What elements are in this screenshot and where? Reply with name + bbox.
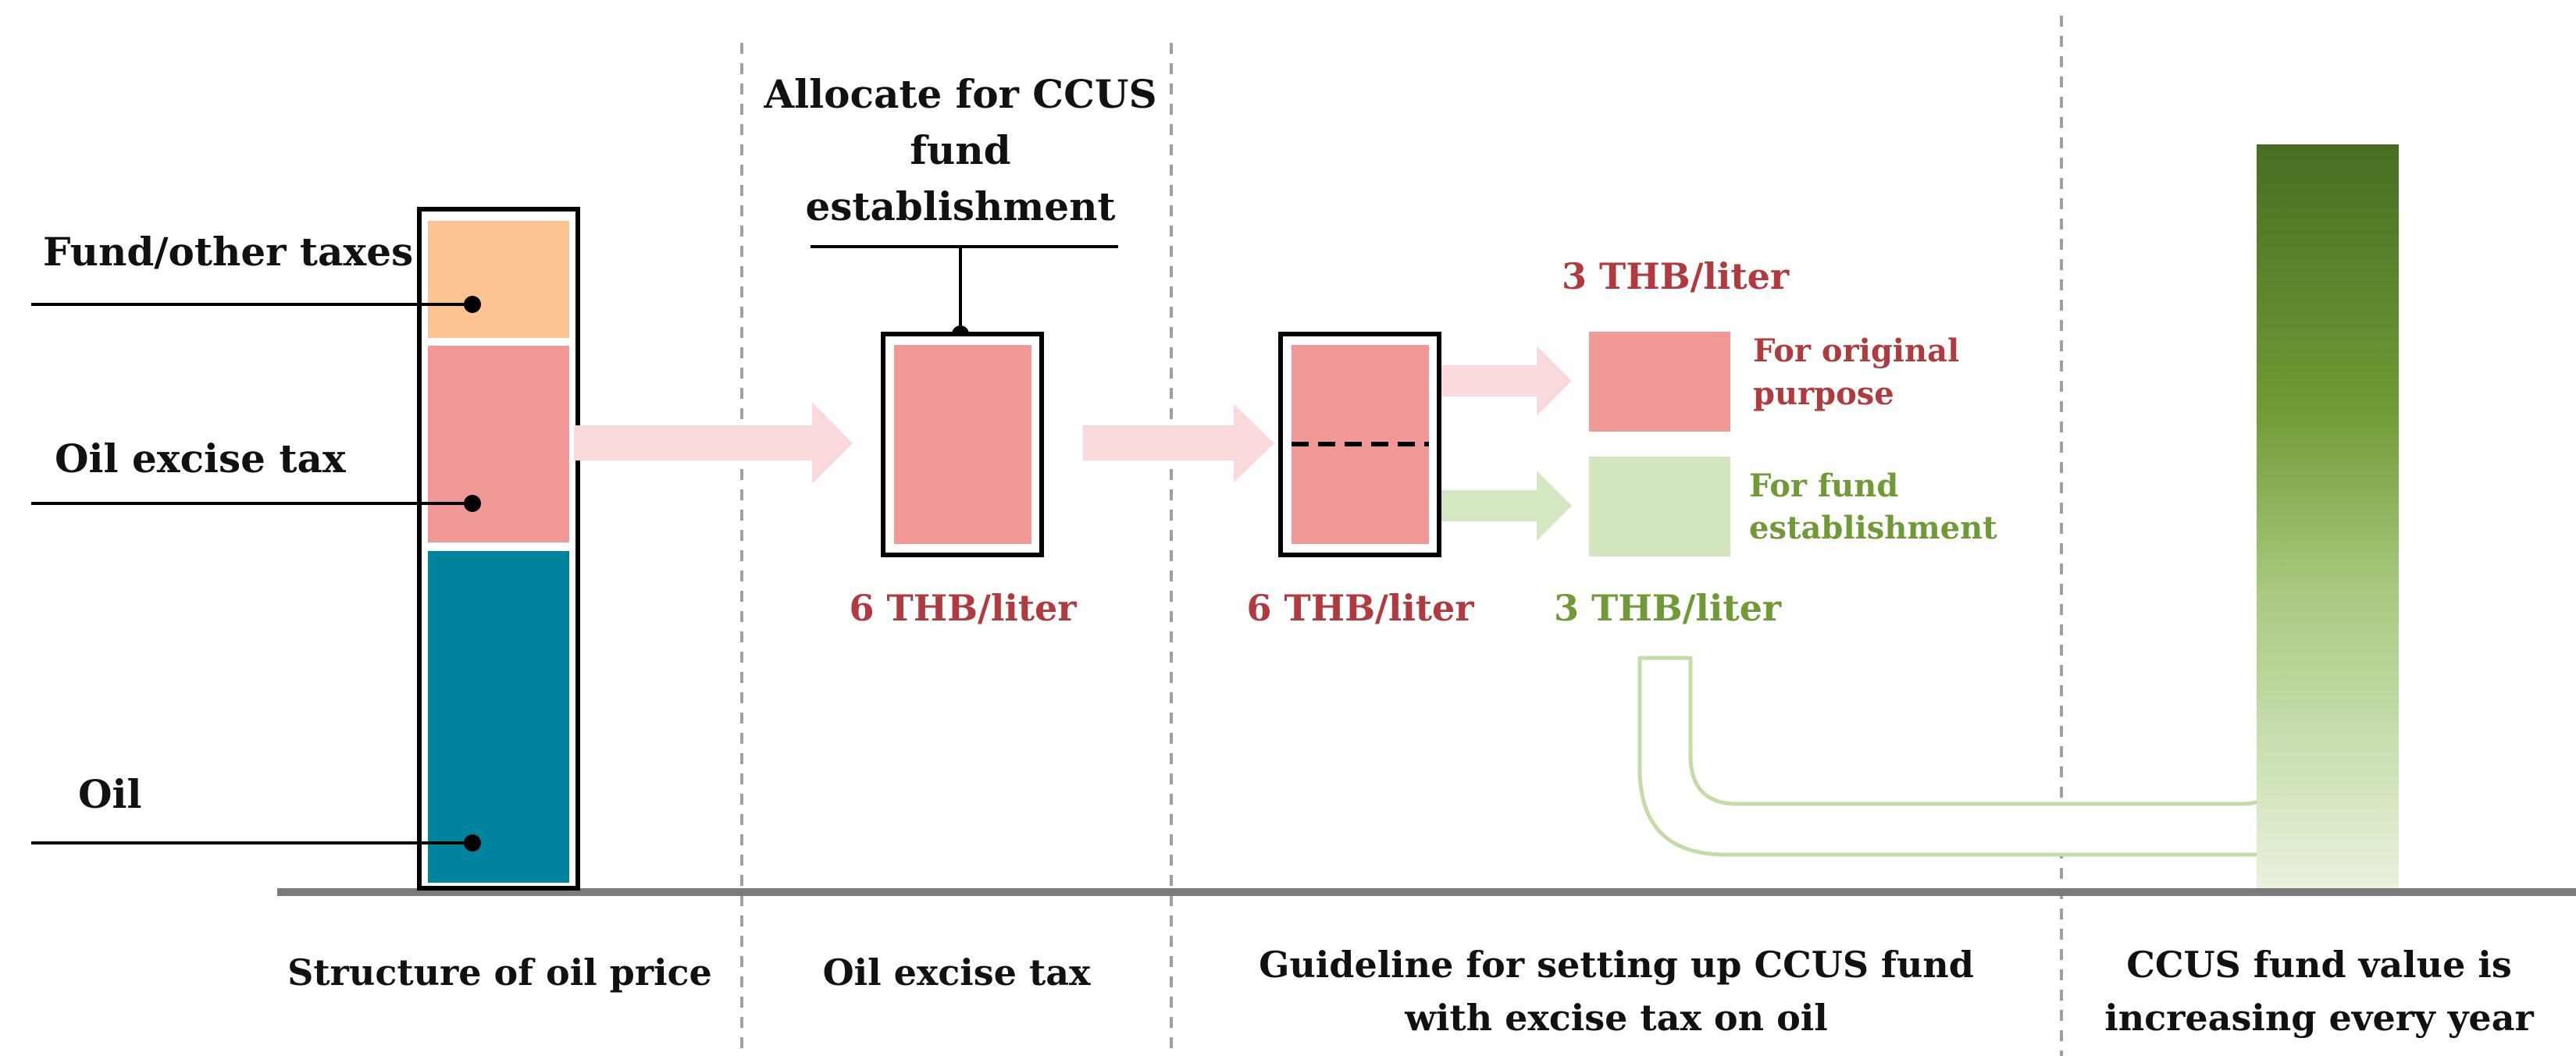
oil-leader-dot xyxy=(464,834,481,852)
oil-excise-tax-segment xyxy=(428,346,569,542)
allocate-excise-block xyxy=(894,345,1031,544)
ccus-fund-bar xyxy=(2257,144,2399,888)
split-value: 6 THB/liter xyxy=(1246,587,1474,629)
label-oil-excise-tax: Oil excise tax xyxy=(55,436,347,482)
caption-fund-line1: CCUS fund value is xyxy=(2126,944,2512,986)
flow-arrow-2 xyxy=(1083,404,1274,482)
flow-arrow-1 xyxy=(574,402,853,484)
allocate-title-line1: Allocate for CCUS xyxy=(763,71,1156,117)
caption-guideline-line1: Guideline for setting up CCUS fund xyxy=(1259,944,1974,986)
arrow-to-fund xyxy=(1441,471,1572,541)
fund-establishment-line1: For fund xyxy=(1749,468,1898,504)
fund-leader-dot xyxy=(464,296,481,313)
caption-excise: Oil excise tax xyxy=(823,951,1091,994)
label-fund-other-taxes: Fund/other taxes xyxy=(43,229,413,275)
excise-leader-dot xyxy=(464,495,481,512)
allocate-title-line2: fund xyxy=(910,127,1010,173)
baseline xyxy=(277,888,2576,896)
fund-other-taxes-segment xyxy=(428,221,569,338)
fund-establishment-block xyxy=(1589,457,1730,556)
caption-guideline-line2: with excise tax on oil xyxy=(1404,997,1827,1039)
arrow-to-original xyxy=(1441,346,1572,416)
allocate-value: 6 THB/liter xyxy=(849,587,1077,629)
caption-fund-line2: increasing every year xyxy=(2104,997,2534,1039)
allocate-title-line3: establishment xyxy=(805,183,1115,229)
caption-structure: Structure of oil price xyxy=(287,951,712,994)
original-purpose-line2: purpose xyxy=(1753,375,1894,412)
original-purpose-line1: For original xyxy=(1753,332,1959,369)
original-purpose-block xyxy=(1589,332,1730,432)
oil-segment xyxy=(428,551,569,883)
top-split-value: 3 THB/liter xyxy=(1562,255,1790,297)
bottom-split-value: 3 THB/liter xyxy=(1554,587,1782,629)
label-oil: Oil xyxy=(78,771,142,817)
fund-establishment-line2: establishment xyxy=(1749,510,1997,546)
